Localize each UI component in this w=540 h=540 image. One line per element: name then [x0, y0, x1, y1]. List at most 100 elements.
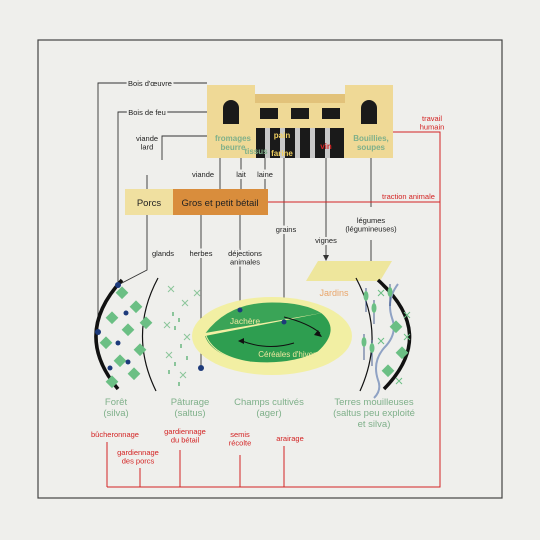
grass-tick	[168, 370, 170, 374]
label-glands: glands	[152, 249, 174, 258]
label-gardiennage-betail-line: gardiennage	[164, 427, 206, 436]
label-herbes: herbes	[190, 249, 213, 258]
pasture-mark	[167, 285, 175, 293]
label-gardiennage-porcs-line: gardiennage	[117, 448, 159, 457]
arcade-column	[325, 128, 330, 158]
jardins-area	[306, 261, 392, 281]
center-window-2	[291, 108, 309, 119]
line-travail-humain	[107, 131, 441, 488]
label-dejections-line: déjections	[228, 249, 262, 258]
label-fromages-beurre-line: fromages	[215, 134, 252, 143]
tree-mark	[105, 311, 119, 325]
label-grains-line: grains	[276, 225, 297, 234]
label-dejections-line: animales	[230, 258, 260, 267]
betail-box	[173, 189, 268, 215]
wetland-inner-arc	[355, 277, 373, 392]
label-vignes-line: vignes	[315, 236, 337, 245]
tree-mark	[99, 336, 113, 350]
label-terres-line: et silva)	[358, 419, 391, 430]
label-gros-petit-betail-line: Gros et petit bétail	[181, 198, 258, 209]
pasture-marks	[163, 285, 201, 379]
label-viande-lard-line: lard	[141, 143, 154, 152]
center-window-1	[260, 108, 278, 119]
arrow-vignes	[323, 255, 329, 261]
pasture-dots	[168, 312, 188, 386]
forest-inner-arc	[141, 277, 159, 392]
villa-building	[207, 85, 393, 158]
label-traction-animale-line: traction animale	[382, 192, 435, 201]
label-terres-line: Terres mouilleuses	[334, 397, 413, 408]
grass-tick	[180, 344, 182, 348]
tree-mark	[113, 354, 127, 368]
grass-tick	[178, 318, 180, 322]
field-dot	[281, 319, 287, 325]
reed	[387, 287, 393, 297]
forest-dot	[107, 365, 113, 371]
label-laine: laine	[257, 170, 273, 179]
grass-tick	[172, 312, 174, 316]
label-herbes-line: herbes	[190, 249, 213, 258]
building-roof-band	[255, 94, 345, 103]
pasture-mark	[163, 321, 171, 329]
label-arairage-line: arairage	[276, 434, 304, 443]
label-bouillies-soupes-line: Bouillies,	[353, 134, 389, 143]
forest-outer-arc	[94, 278, 124, 391]
line-bois-feu	[117, 111, 207, 285]
label-paturage-line: Pâturage	[171, 397, 210, 408]
label-terres-line: (saltus peu exploité	[333, 408, 415, 419]
grass-tick	[186, 356, 188, 360]
grass-tick	[178, 382, 180, 386]
forest-dot	[115, 282, 121, 288]
label-pain-line: pain	[274, 131, 291, 140]
tree-mark	[127, 367, 141, 381]
forest-trees	[99, 286, 153, 389]
label-foret: Forêt(silva)	[103, 397, 128, 419]
wetland-mark	[395, 377, 403, 385]
label-tissus: tissus	[244, 147, 268, 156]
label-viande: viande	[192, 170, 214, 179]
label-gros-petit-betail: Gros et petit bétail	[181, 198, 258, 209]
forest-dot	[123, 310, 129, 316]
reed	[361, 337, 367, 347]
pasture-dot	[198, 365, 204, 371]
label-bois-oeuvre: Bois d'œuvre	[128, 79, 172, 88]
wetland-trees	[381, 320, 409, 378]
label-foret-line: Forêt	[105, 397, 128, 408]
tree-mark	[381, 364, 395, 378]
tree-mark	[395, 346, 409, 360]
label-semis-recolte-line: récolte	[229, 439, 252, 448]
label-legumes: légumes(légumineuses)	[345, 216, 397, 234]
field-dot	[237, 307, 243, 313]
label-lait-line: lait	[236, 170, 247, 179]
tree-mark	[133, 343, 147, 357]
label-bouillies-soupes-line: soupes	[357, 143, 386, 152]
label-champs: Champs cultivés(ager)	[234, 397, 304, 419]
tree-mark	[139, 316, 153, 330]
tree-mark	[121, 323, 135, 337]
wetland-x-marks	[377, 289, 411, 385]
arcade-column	[280, 128, 285, 158]
arcade-column	[310, 128, 315, 158]
label-foret-line: (silva)	[103, 408, 128, 419]
label-jardins-line: Jardins	[319, 288, 349, 298]
label-jachere: Jachère	[230, 316, 261, 326]
outer-frame	[37, 39, 503, 499]
rotation-arrow-bottom	[241, 340, 295, 347]
label-viande-lard-line: viande	[136, 134, 158, 143]
pasture-mark	[181, 299, 189, 307]
labour-lines	[106, 131, 441, 488]
center-window-3	[322, 108, 340, 119]
label-vignes: vignes	[315, 236, 337, 245]
label-travail-humain-line: travail	[422, 114, 442, 123]
label-semis-recolte-line: semis	[230, 430, 250, 439]
label-gardiennage-betail-line: du bétail	[171, 436, 200, 445]
label-cereales-hiver-line: Céréales d'hiver	[258, 350, 316, 359]
label-fromages-beurre-line: beurre	[221, 143, 246, 152]
label-champs-line: Champs cultivés	[234, 397, 304, 408]
label-bucheronnage: bûcheronnage	[91, 430, 139, 439]
rotation-arrowhead	[238, 338, 244, 344]
